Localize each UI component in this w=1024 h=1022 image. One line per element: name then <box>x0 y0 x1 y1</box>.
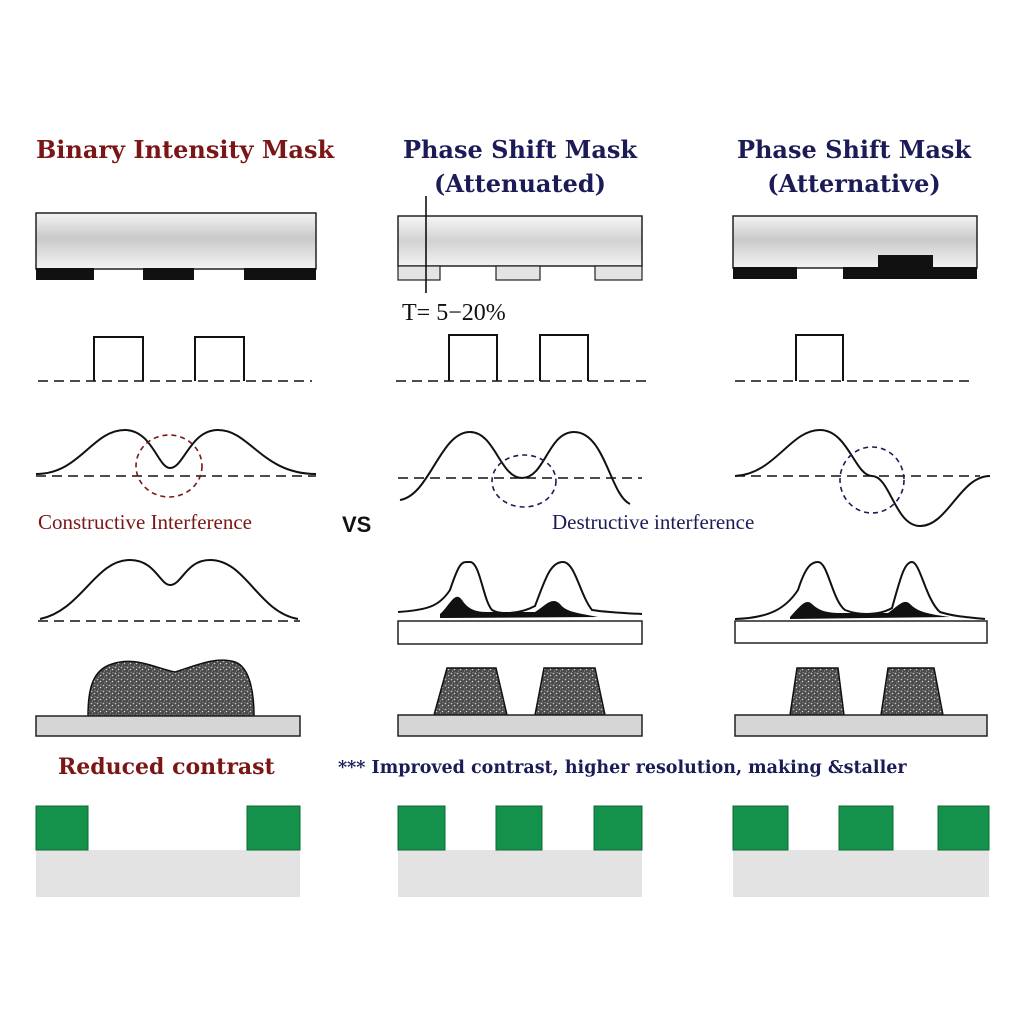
alternating-intensity-curve <box>734 560 986 620</box>
reduced-contrast-label: Reduced contrast <box>58 754 275 780</box>
attenuated-final-block-2 <box>495 805 543 851</box>
alternating-intensity-substrate <box>734 620 988 644</box>
attenuated-amplitude-pulse <box>448 334 589 381</box>
binary-intensity-curve <box>39 558 299 620</box>
attenuated-absorber-2 <box>495 265 541 281</box>
alternating-wafer-curve <box>734 428 991 528</box>
binary-mask <box>35 212 317 280</box>
binary-amplitude <box>38 336 312 382</box>
alternating-wafer-amplitude <box>734 428 991 528</box>
attenuated-title-line2: (Attenuated) <box>434 169 606 198</box>
alternating-resist-feature-1 <box>789 667 845 716</box>
attenuated-absorber-3 <box>594 265 643 281</box>
attenuated-final-pattern <box>397 805 643 897</box>
alternating-final-substrate <box>733 850 989 897</box>
alternating-chrome-1 <box>733 267 797 279</box>
alternating-resist-shadow <box>790 601 950 619</box>
attenuated-resist-profile <box>397 667 643 737</box>
binary-wafer-curve <box>35 428 317 475</box>
alternating-phase-shifter <box>878 255 933 269</box>
attenuated-intensity-curve <box>397 560 643 615</box>
attenuated-wafer-curve <box>399 430 631 505</box>
binary-mask-title: Binary Intensity Mask <box>36 135 335 164</box>
alternating-mask-title: Phase Shift Mask (Atternative) <box>714 133 994 201</box>
vs-label: VS <box>342 512 372 537</box>
binary-final-block-1 <box>35 805 89 851</box>
alternating-final-block-1 <box>732 805 789 851</box>
alternating-amplitude <box>735 334 975 382</box>
attenuated-final-block-1 <box>397 805 446 851</box>
attenuated-wafer-amplitude <box>398 430 642 508</box>
alternating-title-line2: (Atternative) <box>767 169 941 198</box>
attenuated-amplitude <box>396 334 650 382</box>
alternating-amplitude-pulse <box>795 334 844 381</box>
binary-mask-chrome-2 <box>143 268 194 280</box>
alternating-final-block-2 <box>838 805 894 851</box>
alternating-mask <box>732 215 978 279</box>
attenuated-intensity <box>397 560 643 645</box>
attenuated-absorber-1 <box>397 265 441 281</box>
attenuated-resist-shadow <box>440 596 598 618</box>
binary-final-block-2 <box>246 805 301 851</box>
alternating-final-pattern <box>732 805 990 897</box>
attenuated-title-line1: Phase Shift Mask <box>402 135 638 164</box>
constructive-circle <box>135 434 203 498</box>
binary-intensity <box>38 558 300 622</box>
transmission-label: T= 5−20% <box>402 300 506 326</box>
alternating-chrome-2 <box>843 267 977 279</box>
attenuated-mask <box>397 196 643 293</box>
binary-final-pattern <box>35 805 301 897</box>
binary-final-substrate <box>36 850 300 897</box>
attenuated-mask-title: Phase Shift Mask (Attenuated) <box>380 133 660 201</box>
binary-mask-glass <box>35 212 317 270</box>
destructive-circle-attenuated <box>491 454 557 508</box>
binary-mask-chrome-1 <box>36 268 94 280</box>
improved-contrast-label: *** Improved contrast, higher resolution… <box>338 758 907 778</box>
alternating-intensity <box>734 560 988 644</box>
binary-amplitude-pulse <box>93 336 245 381</box>
binary-mask-chrome-3 <box>244 268 316 280</box>
attenuated-resist-feature-2 <box>534 667 606 716</box>
alternating-resist-feature-2 <box>880 667 944 716</box>
binary-resist-substrate <box>35 715 301 737</box>
attenuated-resist-substrate <box>397 714 643 737</box>
alternating-mask-glass <box>732 215 978 269</box>
destructive-circle-alternating <box>839 446 905 514</box>
alternating-title-line1: Phase Shift Mask <box>736 135 972 164</box>
constructive-interference-label: Constructive Interference <box>38 510 252 534</box>
binary-resist-profile <box>35 659 301 737</box>
attenuated-mask-glass <box>397 215 643 267</box>
binary-resist-blob <box>87 659 255 717</box>
alternating-resist-profile <box>734 667 988 737</box>
attenuated-resist-feature-1 <box>433 667 508 716</box>
alternating-resist-substrate <box>734 714 988 737</box>
attenuated-final-block-3 <box>593 805 643 851</box>
alternating-final-block-3 <box>937 805 990 851</box>
destructive-interference-label: Destructive interference <box>552 510 755 534</box>
attenuated-intensity-substrate <box>397 620 643 645</box>
attenuated-final-substrate <box>398 850 642 897</box>
binary-wafer-amplitude <box>35 428 317 498</box>
